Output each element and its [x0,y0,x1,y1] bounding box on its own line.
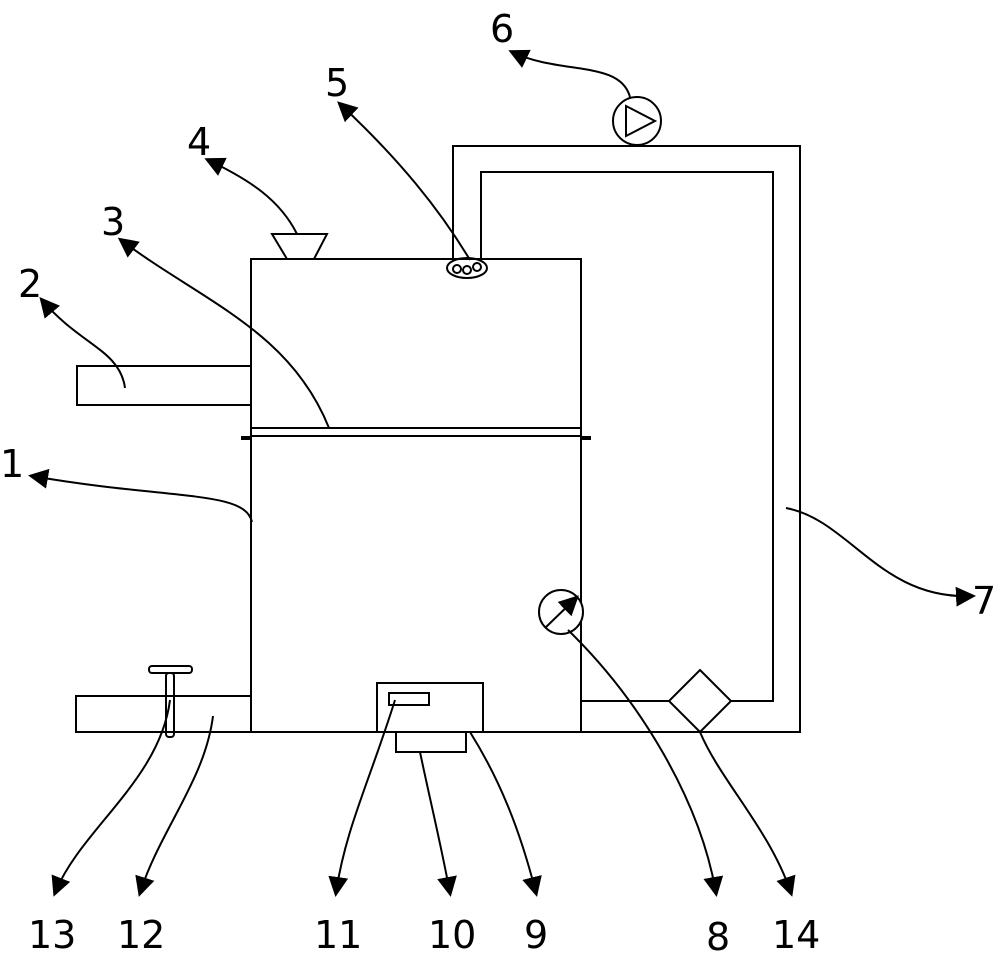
label-2: 2 [18,262,42,306]
label-10: 10 [428,913,476,957]
filter-icon [667,668,733,734]
label-4: 4 [187,120,211,164]
label-6: 6 [490,7,514,51]
label-5: 5 [325,61,349,105]
label-12: 12 [117,913,165,957]
pressure-gauge-icon [538,589,584,635]
label-7: 7 [972,579,996,623]
circulation-pipe [452,145,801,733]
drain-valve-icon [148,665,193,738]
pump-icon [612,96,662,146]
side-inlet-pipe [76,365,252,406]
label-8: 8 [706,915,730,957]
label-14: 14 [772,913,820,957]
label-1: 1 [0,442,24,486]
label-13: 13 [28,913,76,957]
labels: 1 2 3 4 5 6 7 8 9 10 11 12 13 14 [0,7,996,957]
label-9: 9 [524,913,548,957]
sieve-plate [241,427,591,440]
heater-unit [376,682,484,753]
main-tank [250,258,582,733]
drain-pipe [75,695,252,733]
label-11: 11 [314,913,362,957]
leader-lines [28,49,976,897]
spray-nozzle [446,257,488,279]
label-3: 3 [101,200,125,244]
feed-funnel [270,233,329,260]
